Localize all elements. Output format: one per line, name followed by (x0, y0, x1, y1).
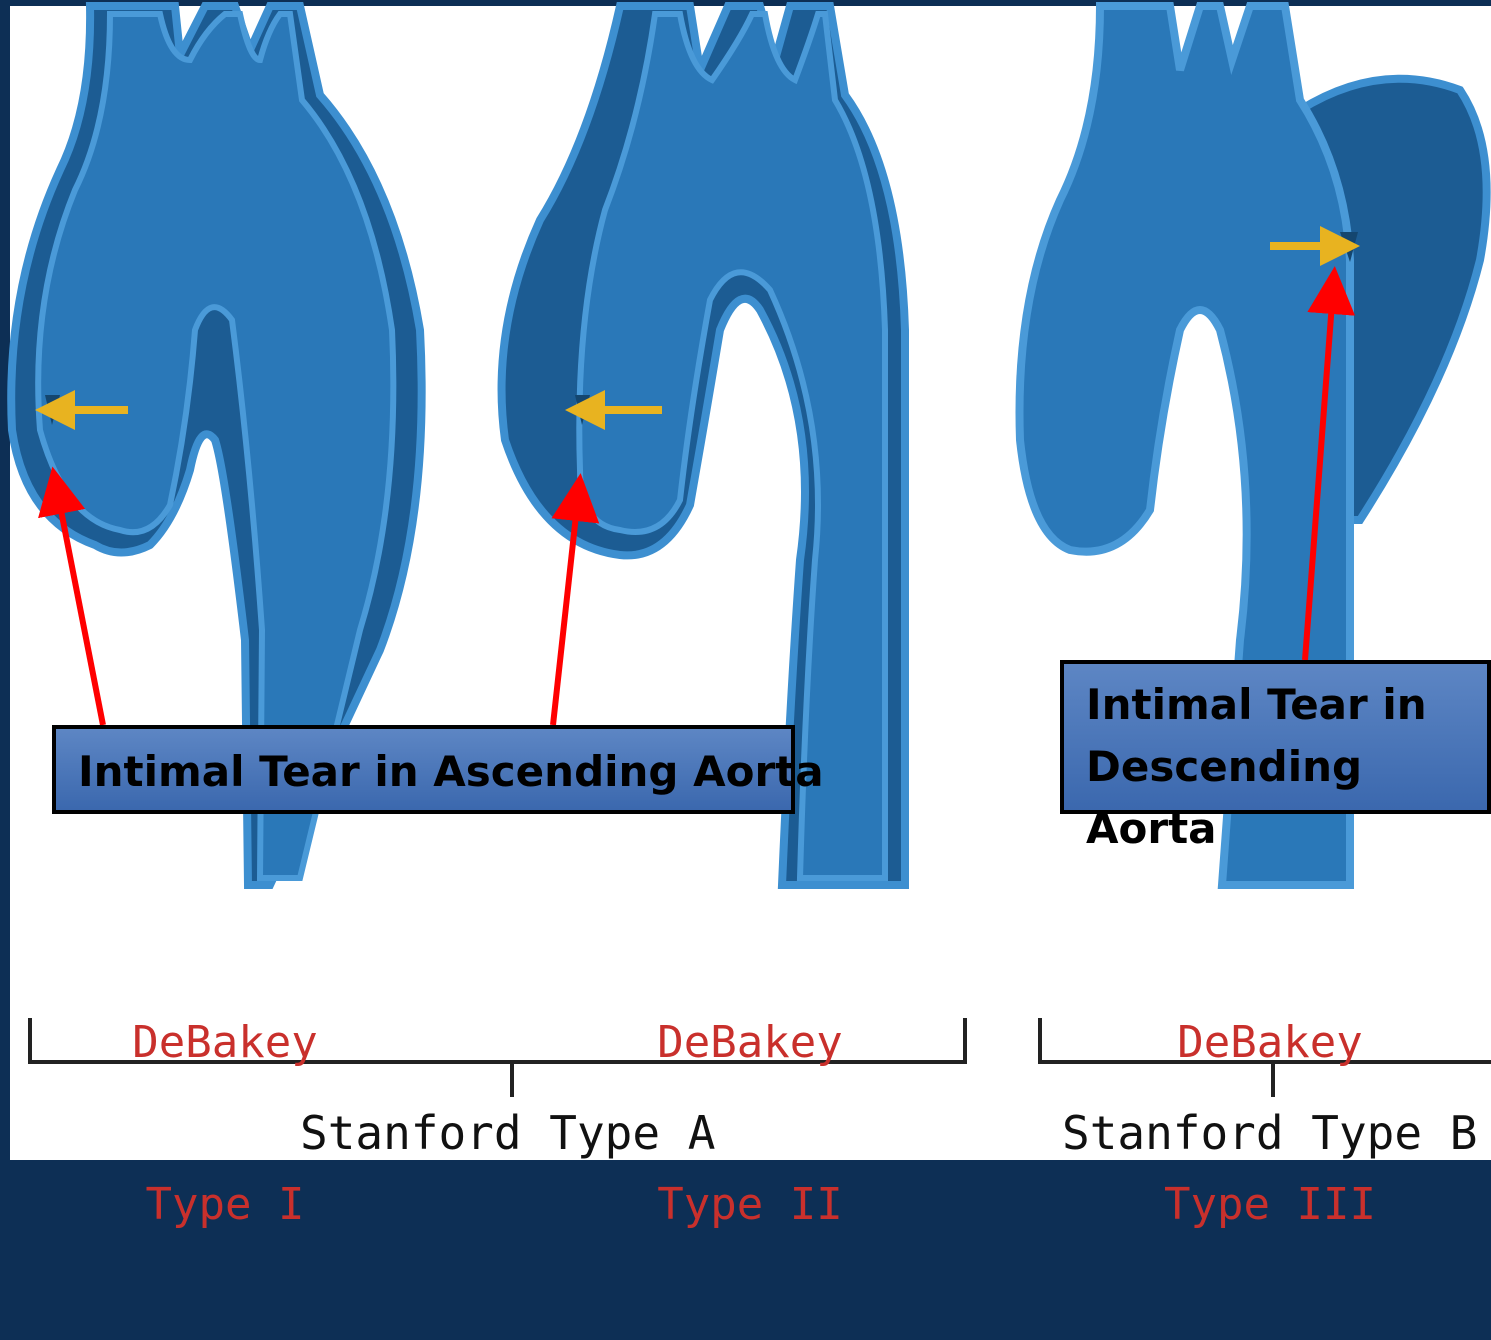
callout-ascending-text: Intimal Tear in Ascending Aorta (78, 747, 824, 796)
callout-descending-tear: Intimal Tear in Descending Aorta (1060, 660, 1491, 814)
debakey-type-i-label: DeBakey Type I (125, 908, 325, 1340)
callout-descending-line1: Intimal Tear in (1086, 674, 1487, 736)
callout-descending-line2: Descending Aorta (1086, 736, 1487, 860)
stanford-type-a-label: Stanford Type A (300, 1106, 715, 1160)
stanford-type-b-label: Stanford Type B (1062, 1106, 1477, 1160)
callout-ascending-tear: Intimal Tear in Ascending Aorta (52, 725, 795, 814)
debakey-name: DeBakey (125, 1016, 325, 1070)
diagram-slide: Intimal Tear in Ascending Aorta Intimal … (0, 0, 1491, 1160)
debakey-type: Type II (645, 1178, 855, 1232)
debakey-type: Type III (1155, 1178, 1385, 1232)
debakey-type: Type I (125, 1178, 325, 1232)
debakey-name: DeBakey (1155, 1016, 1385, 1070)
debakey-name: DeBakey (645, 1016, 855, 1070)
